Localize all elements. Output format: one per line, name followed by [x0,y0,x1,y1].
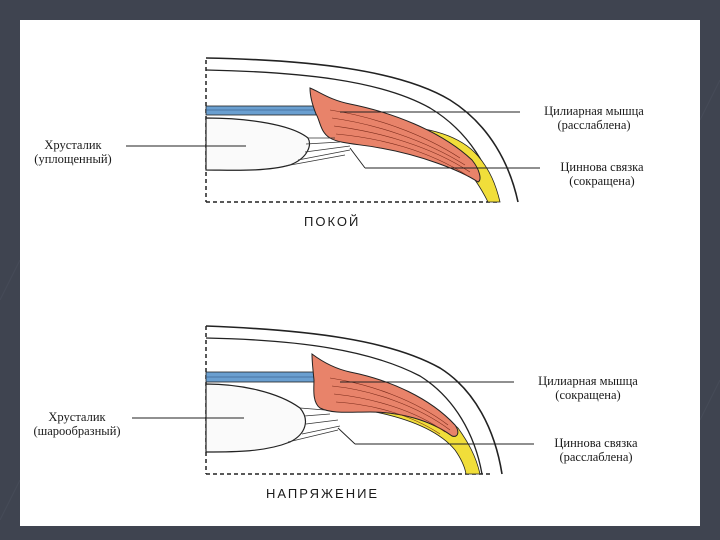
muscle-label-name: Цилиарная мышца [508,374,668,388]
lens-label-state: (уплощенный) [20,152,126,166]
lens-label-state: (шарообразный) [20,424,134,438]
slide: Хрусталик (уплощенный) Цилиарная мышца (… [20,20,700,526]
ligament-label-state: (сокращена) [532,174,672,188]
state-title-strain: НАПРЯЖЕНИЕ [266,486,379,501]
diagram-strain [132,326,534,474]
state-title-rest: ПОКОЙ [304,214,360,229]
lens-flattened [206,118,309,170]
ligament-label-state: (расслаблена) [526,450,666,464]
ligament-label-rest: Циннова связка (сокращена) [532,160,672,188]
ligament-label-name: Циннова связка [526,436,666,450]
lens-label-name: Хрусталик [20,138,126,152]
muscle-label-strain: Цилиарная мышца (сокращена) [508,374,668,402]
muscle-label-state: (расслаблена) [514,118,674,132]
muscle-label-state: (сокращена) [508,388,668,402]
lens-label-rest: Хрусталик (уплощенный) [20,138,126,166]
lens-label-name: Хрусталик [20,410,134,424]
muscle-label-name: Цилиарная мышца [514,104,674,118]
lens-label-strain: Хрусталик (шарообразный) [20,410,134,438]
diagram-rest [126,58,540,202]
ligament-label-name: Циннова связка [532,160,672,174]
ligament-label-strain: Циннова связка (расслаблена) [526,436,666,464]
muscle-label-rest: Цилиарная мышца (расслаблена) [514,104,674,132]
iris [206,106,316,115]
